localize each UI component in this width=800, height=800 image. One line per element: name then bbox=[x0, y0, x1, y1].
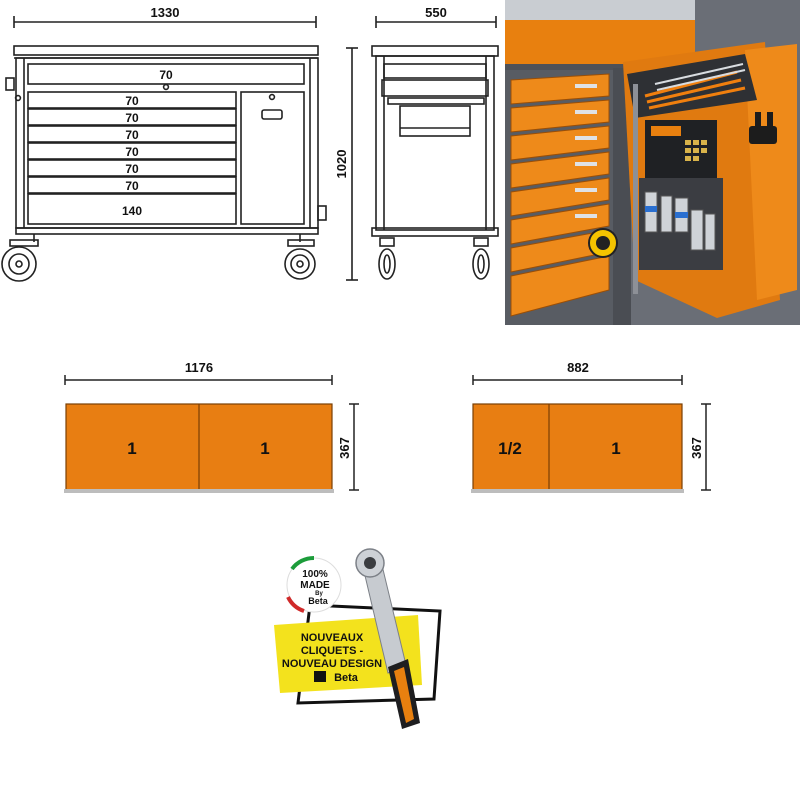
badge-brand: Beta bbox=[308, 596, 329, 606]
badge-by: By bbox=[315, 591, 323, 597]
tray-large-cell-1: 1 bbox=[127, 439, 136, 458]
banner-line-1: NOUVEAUX bbox=[301, 632, 364, 644]
drawer-label-2: 70 bbox=[125, 94, 139, 108]
drawer-label-6: 70 bbox=[125, 162, 139, 176]
tray-small-width: 882 bbox=[567, 360, 589, 375]
tray-large-height: 367 bbox=[337, 437, 352, 459]
drawer-label-1: 70 bbox=[159, 68, 173, 82]
tray-small-diagram: 882 367 1/2 1 bbox=[471, 360, 711, 493]
beta-logo-mark bbox=[314, 671, 326, 682]
made-by-beta-badge: 100% MADE By Beta bbox=[286, 555, 342, 613]
drawer-label-5: 70 bbox=[125, 145, 139, 159]
side-view-drawing: 550 bbox=[371, 5, 499, 280]
side-depth-label: 550 bbox=[425, 5, 447, 20]
tray-large-width: 1176 bbox=[185, 360, 213, 375]
tray-small-height: 367 bbox=[689, 437, 704, 459]
tray-large-diagram: 1176 367 1 1 bbox=[64, 360, 359, 493]
product-photo bbox=[505, 0, 800, 325]
banner-line-3: NOUVEAU DESIGN bbox=[282, 658, 382, 670]
drawer-label-3: 70 bbox=[125, 111, 139, 125]
front-view-drawing: 1330 1020 70 70 70 70 70 70 70 140 bbox=[1, 5, 358, 282]
tray-small-cell-1: 1/2 bbox=[498, 439, 522, 458]
ratchet-image bbox=[355, 548, 420, 729]
banner-line-2: CLIQUETS - bbox=[301, 645, 364, 657]
tray-small-cell-2: 1 bbox=[611, 439, 620, 458]
drawer-label-8: 140 bbox=[122, 204, 142, 218]
front-width-label: 1330 bbox=[151, 5, 180, 20]
drawer-label-7: 70 bbox=[125, 179, 139, 193]
front-height-label: 1020 bbox=[334, 150, 349, 179]
badge-percent: 100% bbox=[302, 569, 328, 580]
badge-made: MADE bbox=[300, 580, 330, 591]
drawer-label-4: 70 bbox=[125, 128, 139, 142]
banner-brand: Beta bbox=[334, 672, 359, 684]
tray-large-cell-2: 1 bbox=[260, 439, 269, 458]
ratchet-promo: 100% MADE By Beta NOUVEAUX CLIQUETS - NO… bbox=[274, 548, 442, 729]
